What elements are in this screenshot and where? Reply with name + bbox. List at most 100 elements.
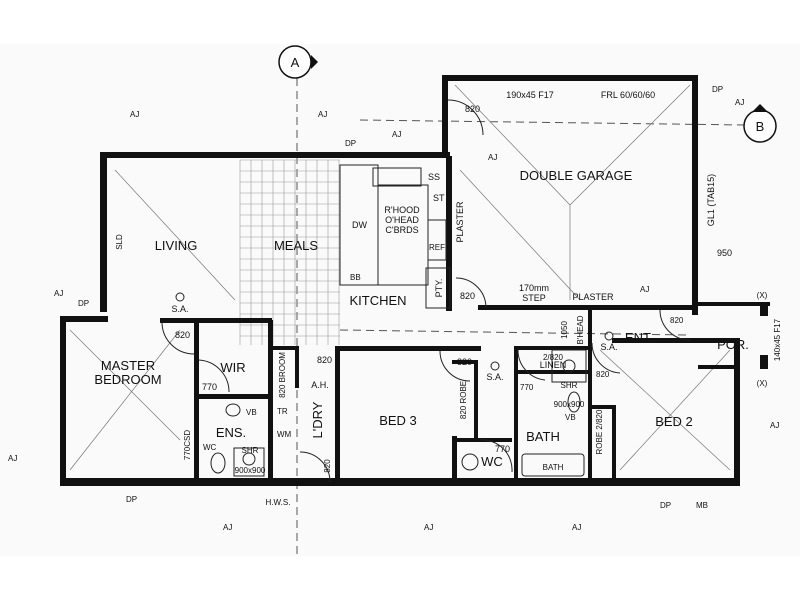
- dishwasher-note: DW: [352, 220, 367, 230]
- door-size: 820: [457, 357, 472, 367]
- broom-cupboard-note: 820 BROOM: [278, 352, 287, 398]
- section-label-a: A: [291, 55, 300, 70]
- smoke-alarm-note: S.A.: [171, 304, 188, 314]
- dim-1050: 1050: [560, 321, 569, 339]
- trough-note: TR: [277, 407, 288, 416]
- room-bed2: BED 2: [655, 414, 693, 429]
- dim-950: 950: [717, 248, 732, 258]
- plaster-note-garage: PLASTER: [572, 292, 614, 302]
- x-marker: (X): [757, 291, 768, 300]
- articulation-joint-note: AJ: [223, 523, 232, 532]
- fixtures: [210, 349, 587, 477]
- room-entry: ENT.: [625, 330, 653, 345]
- door-size: 820: [670, 316, 684, 325]
- wc-note: WC: [203, 443, 217, 452]
- door-size: 820: [323, 459, 332, 473]
- downpipe-note: DP: [345, 139, 356, 148]
- vanity-basin-note: VB: [565, 413, 576, 422]
- hot-water-system-note: H.W.S.: [266, 498, 291, 507]
- section-label-b: B: [756, 119, 765, 134]
- rangehood-note: R'HOOD: [384, 205, 420, 215]
- linen-size: 2/820: [543, 353, 564, 362]
- door-size: 820: [460, 291, 475, 301]
- door-size: 820: [596, 370, 610, 379]
- room-pantry: PTY.: [434, 279, 444, 298]
- walls: [60, 75, 770, 486]
- articulation-joint-note: AJ: [488, 153, 497, 162]
- room-wir: WIR: [220, 360, 245, 375]
- gl1-note: GL1 (TAB15): [706, 174, 716, 226]
- step-dim: 170mm: [519, 283, 549, 293]
- room-kitchen: KITCHEN: [349, 293, 406, 308]
- downpipe-note: DP: [126, 495, 137, 504]
- plaster-note-kitchen: PLASTER: [455, 201, 465, 243]
- articulation-joint-note: AJ: [54, 289, 63, 298]
- smoke-alarm-icon: [604, 331, 614, 341]
- shower-label: SHR: [242, 446, 259, 455]
- downpipe-note: DP: [712, 85, 723, 94]
- vanity-basin-note: VB: [246, 408, 257, 417]
- room-labels: LIVING MEALS KITCHEN DOUBLE GARAGE MASTE…: [94, 168, 748, 469]
- door-swings: [161, 99, 691, 483]
- articulation-joint-note: AJ: [130, 110, 139, 119]
- cupboards-note: C'BRDS: [385, 225, 418, 235]
- section-line-mid: [339, 329, 691, 336]
- kitchen-bench: [339, 164, 447, 286]
- robe-note: ROBE 2/820: [595, 409, 604, 454]
- shower-drain-icon: [562, 359, 576, 373]
- ceiling-diagonals: [69, 84, 731, 471]
- door-size: 820: [175, 330, 190, 340]
- articulation-joint-note: AJ: [392, 130, 401, 139]
- bathtub-label: BATH: [543, 463, 564, 472]
- articulation-joint-note: AJ: [572, 523, 581, 532]
- articulation-joint-note: AJ: [640, 285, 649, 294]
- door-size: 820: [465, 104, 480, 114]
- articulation-joint-note: AJ: [735, 98, 744, 107]
- shower-label: SHR: [561, 381, 578, 390]
- overhead-note: O'HEAD: [385, 215, 419, 225]
- articulation-joint-note: AJ: [318, 110, 327, 119]
- room-bed3: BED 3: [379, 413, 417, 428]
- articulation-joint-note: AJ: [770, 421, 779, 430]
- section-marker-a: A: [278, 45, 318, 79]
- garage-beam-note: 190x45 F17: [506, 90, 554, 100]
- room-double-garage: DOUBLE GARAGE: [520, 168, 633, 183]
- articulation-joint-note: AJ: [8, 454, 17, 463]
- annotations: 190x45 F17 FRL 60/60/60 GL1 (TAB15) 950 …: [8, 85, 782, 532]
- smoke-alarm-icon: [490, 361, 500, 371]
- shower-drain-icon: [242, 452, 256, 466]
- breakfast-bar-note: BB: [350, 273, 361, 282]
- sink-note: SS: [428, 172, 440, 182]
- room-master-1: MASTER: [101, 358, 155, 373]
- room-wc: WC: [481, 454, 503, 469]
- door-size: 770: [520, 383, 534, 392]
- meals-tile-grid: [239, 159, 340, 345]
- sliding-door-note: SLD: [115, 234, 124, 250]
- meter-box-note: MB: [696, 501, 708, 510]
- door-size: 820: [317, 355, 332, 365]
- fridge-note: REF: [429, 243, 445, 252]
- downpipe-note: DP: [660, 501, 671, 510]
- basin-icon: [225, 403, 241, 417]
- smoke-alarm-note: S.A.: [600, 342, 617, 352]
- bath-shower: [551, 349, 587, 383]
- ensuite-shower: [233, 447, 265, 477]
- door-size: 770: [202, 382, 217, 392]
- door-size: 770: [495, 444, 510, 454]
- porch-beam-note: 140x45 F17: [773, 318, 782, 361]
- articulation-joint-note: AJ: [424, 523, 433, 532]
- robe-note: 820 ROBE: [459, 381, 468, 419]
- bulkhead-note: B'HEAD: [576, 315, 585, 344]
- x-marker: (X): [757, 379, 768, 388]
- access-hatch-note: A.H.: [311, 380, 329, 390]
- step-label: STEP: [522, 293, 546, 303]
- room-linen: LINEN: [540, 360, 567, 370]
- shower-size: 900x900: [554, 400, 585, 409]
- stove-note: ST: [433, 193, 445, 203]
- toilet-icon: [461, 453, 479, 471]
- downpipe-note: DP: [78, 299, 89, 308]
- bathtub: [521, 453, 585, 477]
- door-size: 770CSD: [183, 430, 192, 460]
